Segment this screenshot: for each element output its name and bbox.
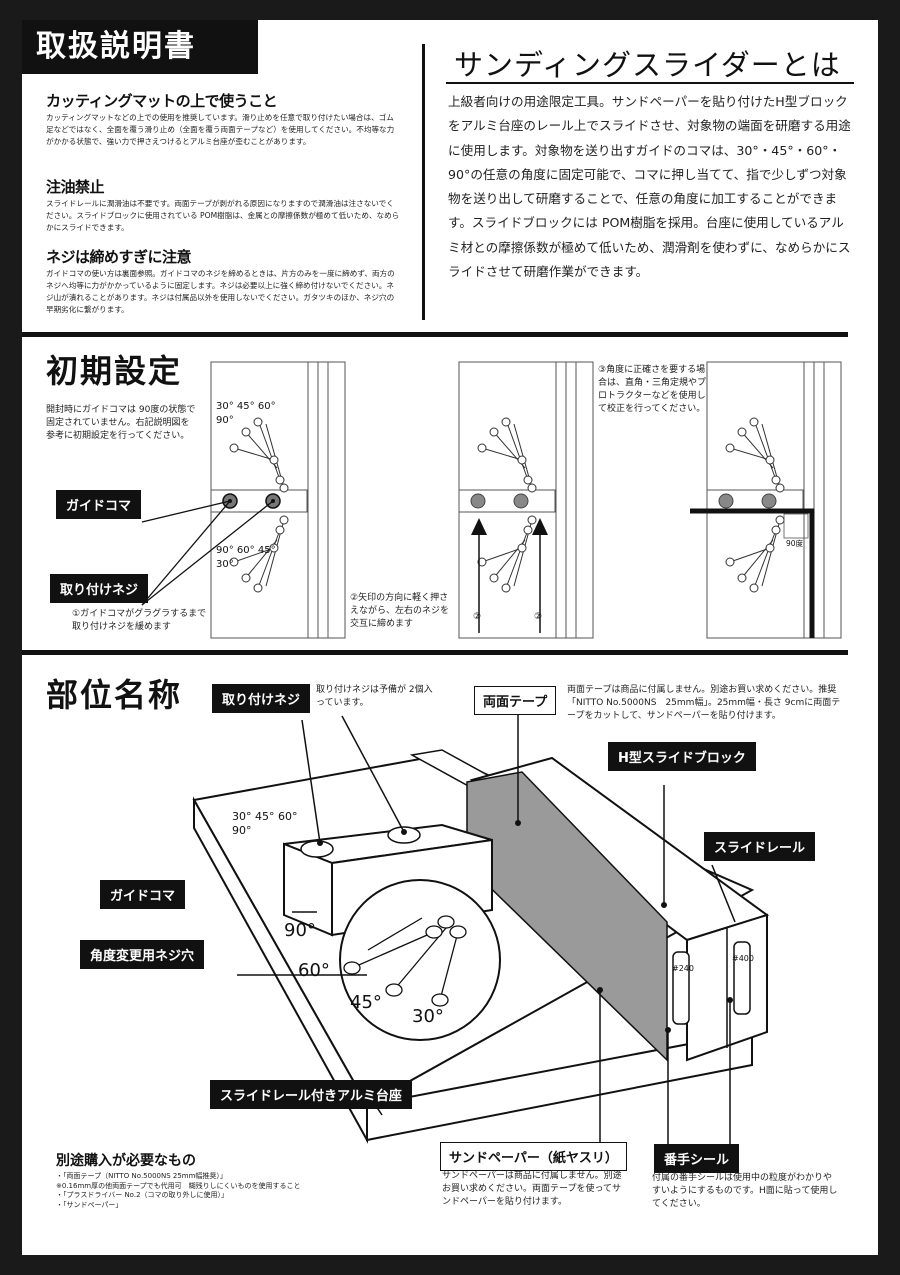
angle-label: 60° xyxy=(278,810,298,823)
note-tape: 両面テープは商品に付属しません。別途お買い求めください。推奨「NITTO No.… xyxy=(567,685,841,721)
purchase-item: ・「サンドペーパー」 xyxy=(56,1200,123,1209)
koma-screw-1 xyxy=(300,840,334,858)
about-title-underline xyxy=(446,82,854,84)
setup-intro: 開封時にガイドコマは 90度の状態で固定されていません。右記説明図を参考に初期設… xyxy=(46,405,196,441)
leader-screw-right xyxy=(141,500,274,606)
leader-guide xyxy=(141,500,231,523)
label-slide-rail: スライドレール xyxy=(704,832,816,861)
section-heading-screw: ネジは締めすぎに注意 xyxy=(46,248,192,266)
setup-diagram-3 xyxy=(690,361,842,639)
label-guide-koma: ガイドコマ xyxy=(56,490,142,519)
about-body: 上級者向けの用途限定工具。サンドペーパーを貼り付けたH型ブロックをアルミ台座のレ… xyxy=(448,94,851,280)
angle-label: 45° xyxy=(255,810,275,823)
setup-diagrams xyxy=(141,361,842,639)
marker-2-right: ② xyxy=(534,612,543,622)
angle-label: 90° xyxy=(232,824,252,837)
setup-title: 初期設定 xyxy=(46,352,183,390)
set-square xyxy=(690,508,815,638)
setup-angle-bottom: 90° 60° 45° 30° xyxy=(216,544,286,572)
angle-label: 45° xyxy=(257,545,276,556)
angle-label: 90° xyxy=(216,545,234,556)
label-parts-screw: 取り付けネジ xyxy=(212,684,311,713)
label-sandpaper: サンドペーパー（紙ヤスリ） xyxy=(440,1142,627,1171)
push-arrow-left xyxy=(471,518,487,633)
label-grit-seal: 番手シール xyxy=(654,1144,740,1173)
base-side xyxy=(366,1030,753,1142)
manual-title: 取扱説明書 xyxy=(22,20,258,74)
note-grit-seal: 付属の番手シールは使用中の粒度がわかりやすいようにするものです。H面に貼って使用… xyxy=(652,1173,838,1209)
purchase-item: ・「プラスドライバー No.2（コマの取り外しに使用）」 xyxy=(56,1191,229,1199)
label-tape: 両面テープ xyxy=(474,686,557,715)
about-title: サンディングスライダーとは xyxy=(454,48,841,82)
purchase-title: 別途購入が必要なもの xyxy=(56,1153,196,1169)
grit-seal-b xyxy=(733,941,751,1015)
purchase-item: ※0.16mm厚の他両面テープでも代用可 糊残りしにくいものを使用すること xyxy=(56,1181,301,1190)
label-h-block: H型スライドブロック xyxy=(608,742,756,771)
angle-label: 30° xyxy=(232,810,252,823)
section-body-screw: ガイドコマの使い方は裏面参照。ガイドコマのネジを締めるときは、片方のみを一度に締… xyxy=(46,269,395,314)
parts-illustration xyxy=(192,714,770,1158)
parts-angle-90: 90° xyxy=(284,920,316,941)
section-body-mat: カッティングマットなどの上での使用を推奨しています。滑り止めを任意で取り付けたい… xyxy=(46,113,395,146)
label-parts-guide: ガイドコマ xyxy=(100,880,186,909)
angle-label: 45° xyxy=(236,401,255,412)
note-parts-screw: 取り付けネジは予備が 2個入っています。 xyxy=(316,685,433,708)
setup-step-1: ①ガイドコマがグラグラするまで取り付けネジを緩めます xyxy=(72,609,207,632)
setup-angle-top: 30° 45° 60° 90° xyxy=(216,400,286,428)
label-aluminum-base: スライドレール付きアルミ台座 xyxy=(210,1080,412,1109)
angle-label: 30° xyxy=(216,559,234,570)
grit-label-a: #240 xyxy=(672,964,694,973)
setup-step-2: ②矢印の方向に軽く押さえながら、左右のネジを交互に締めます xyxy=(350,593,450,629)
setup-diagram-1 xyxy=(210,361,346,639)
parts-angle-45: 45° xyxy=(350,992,382,1013)
grit-seal-a xyxy=(672,951,690,1025)
angle-label: 60° xyxy=(236,545,255,556)
parts-top-angles: 30° 45° 60° 90° xyxy=(232,810,302,838)
angle-label: 90° xyxy=(216,415,234,426)
vertical-divider xyxy=(422,44,425,320)
setup-step-3: ③角度に正確さを要する場合は、直角・三角定規やプロトラクターなどを使用して校正を… xyxy=(598,365,707,414)
leader-screw-left xyxy=(141,500,231,606)
parts-angle-30: 30° xyxy=(412,1006,444,1027)
angle-90-label: 90度 xyxy=(786,539,804,548)
label-mount-screw: 取り付けネジ xyxy=(50,574,149,603)
angle-label: 60° xyxy=(257,401,276,412)
divider-parts xyxy=(22,650,848,655)
push-arrow-right xyxy=(532,518,548,633)
divider-setup xyxy=(22,332,848,337)
purchase-item: ・「両面テープ（NITTO No.5000NS 25mm幅推奨）」 xyxy=(56,1172,227,1180)
marker-2-left: ② xyxy=(473,612,482,622)
setup-diagram-2 xyxy=(458,361,594,639)
grit-label-b: #400 xyxy=(732,954,754,963)
purchase-list: ・「両面テープ（NITTO No.5000NS 25mm幅推奨）」 ※0.16m… xyxy=(56,1172,386,1210)
manual-sheet: 取扱説明書 カッティングマットの上で使うこと カッティングマットなどの上での使用… xyxy=(22,20,878,1255)
parts-angle-60: 60° xyxy=(298,960,330,981)
section-body-oil: スライドレールに潤滑油は不要です。両面テープが剥がれる原因になりますので潤滑油は… xyxy=(46,199,400,232)
label-angle-hole: 角度変更用ネジ穴 xyxy=(80,940,205,969)
parts-title: 部位名称 xyxy=(46,676,183,714)
section-heading-mat: カッティングマットの上で使うこと xyxy=(46,92,278,110)
section-heading-oil: 注油禁止 xyxy=(46,178,105,196)
angle-label: 30° xyxy=(216,401,234,412)
note-sandpaper: サンドペーパーは商品に付属しません。別途お買い求めください。両面テープを使ってサ… xyxy=(442,1171,622,1207)
